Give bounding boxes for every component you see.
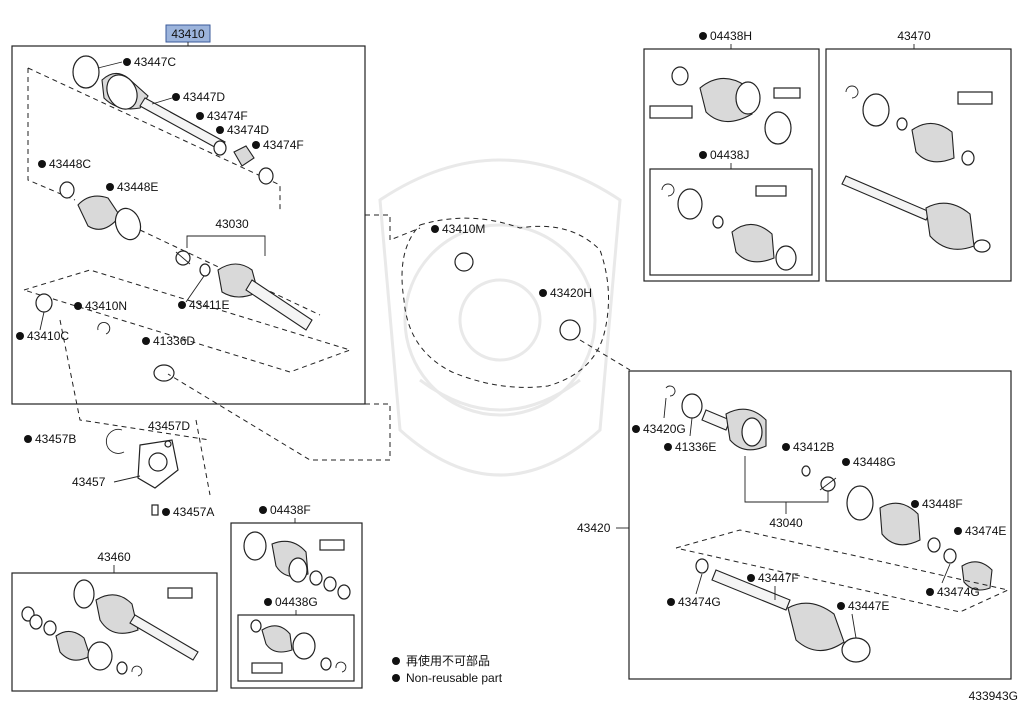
dust-seal: [35, 293, 53, 313]
part-label-43447E: 43447E: [848, 599, 889, 613]
part-label-43420H: 43420H: [550, 286, 592, 300]
part-label-41336E: 41336E: [675, 440, 716, 454]
bearing-bracket: [137, 439, 179, 489]
inner-joint-housing-right: [701, 408, 767, 451]
part-label-43448F: 43448F: [922, 497, 963, 511]
assembly-label-43030: 43030: [215, 217, 249, 231]
part-label-41336D: 41336D: [153, 334, 195, 348]
transmission-case-outline: [401, 217, 610, 388]
part-label-43447C: 43447C: [134, 55, 176, 69]
assembly-box-04438H: [643, 48, 820, 282]
assembly-box-04438G: [237, 614, 355, 682]
case-seal-left: [454, 252, 474, 272]
clamp-ring: [213, 140, 227, 156]
case-seal-right: [559, 319, 581, 341]
seal-right: [681, 393, 703, 419]
assembly-label-43470: 43470: [897, 29, 931, 43]
watermark-emblem: [378, 158, 622, 477]
assembly-box-43470: [825, 48, 1012, 282]
part-label-43457A: 43457A: [173, 505, 214, 519]
part-label-43410M: 43410M: [442, 222, 485, 236]
bracket-clip: [105, 429, 125, 454]
assembly-label-43460: 43460: [97, 550, 131, 564]
boot-clamp-small: [927, 537, 941, 553]
small-clamp: [59, 181, 75, 199]
figure-code: 433943G: [969, 689, 1018, 703]
boot-kit-04438F: [243, 531, 351, 600]
part-label-43457B: 43457B: [35, 432, 76, 446]
assembly-box-43460: [11, 572, 218, 692]
complete-shaft-43460: [21, 579, 199, 677]
inner-boot-group: [77, 195, 142, 241]
damper-right: [961, 561, 993, 591]
part-label-43411E: 43411E: [189, 298, 229, 312]
snap-ring-right: [665, 385, 676, 397]
part-label-43474D: 43474D: [227, 123, 269, 137]
part-label-43447D: 43447D: [183, 90, 225, 104]
assembly-label-04438G: 04438G: [275, 595, 318, 609]
group-outline-outer-joint: [27, 67, 281, 212]
part-label-43474F-b: 43474F: [263, 138, 304, 152]
part-label-43410N: 43410N: [85, 299, 127, 313]
snap-ring-small: [801, 465, 811, 477]
assembly-label-04438H: 04438H: [710, 29, 752, 43]
clamp-ring-right: [943, 548, 957, 564]
assembly-label-43457: 43457: [72, 475, 106, 489]
legend-text-english: Non-reusable part: [406, 671, 503, 685]
inner-joint-housing: [217, 263, 313, 331]
legend-text-chinese: 再使用不可部品: [406, 653, 490, 668]
assembly-label-43040: 43040: [769, 516, 803, 530]
complete-shaft-43470: [841, 85, 993, 253]
group-outline-bearing: [23, 269, 352, 373]
part-label-43474G-left: 43474G: [678, 595, 721, 609]
clamp-ring-left-right: [695, 558, 709, 574]
assembly-label-43420: 43420: [577, 521, 611, 535]
part-label-43412B: 43412B: [793, 440, 834, 454]
boot-kit-04438H: [649, 66, 801, 145]
assembly-label-43410: 43410: [171, 27, 205, 41]
part-label-43457D: 43457D: [148, 419, 190, 433]
assembly-box-04438F: [230, 522, 363, 689]
boot-clamp-large: [846, 485, 874, 521]
group-outline-outer-joint-right: [675, 529, 1010, 613]
part-label-43448G: 43448G: [853, 455, 896, 469]
part-label-43474E: 43474E: [965, 524, 1006, 538]
assembly-box-04438J: [649, 168, 813, 276]
tripod-joint: [175, 250, 191, 266]
boot-kit-04438J: [661, 183, 797, 271]
damper: [233, 145, 255, 167]
assembly-box-43410: [11, 45, 366, 405]
inner-boot-right: [879, 502, 921, 546]
part-label-43474G-right: 43474G: [937, 585, 980, 599]
seal-ring: [153, 364, 175, 382]
part-label-43448E: 43448E: [117, 180, 158, 194]
assembly-box-43420: [628, 370, 1012, 680]
outer-joint-shaft-right: [711, 569, 871, 663]
part-label-43448C: 43448C: [49, 157, 91, 171]
bolt: [151, 504, 159, 516]
assembly-label-04438F: 04438F: [270, 503, 311, 517]
part-label-43474F-a: 43474F: [207, 109, 248, 123]
part-label-43420G: 43420G: [643, 422, 686, 436]
tripod-joint-right: [819, 476, 837, 492]
boot-kit-04438G: [250, 619, 347, 674]
outer-boot-group: [72, 55, 226, 151]
assembly-label-04438J: 04438J: [710, 148, 749, 162]
part-label-43447F: 43447F: [758, 571, 799, 585]
clamp-ring-2: [258, 167, 274, 185]
snap-ring: [199, 263, 211, 277]
part-label-43410C: 43410C: [27, 329, 69, 343]
snap-ring-c: [97, 322, 111, 335]
